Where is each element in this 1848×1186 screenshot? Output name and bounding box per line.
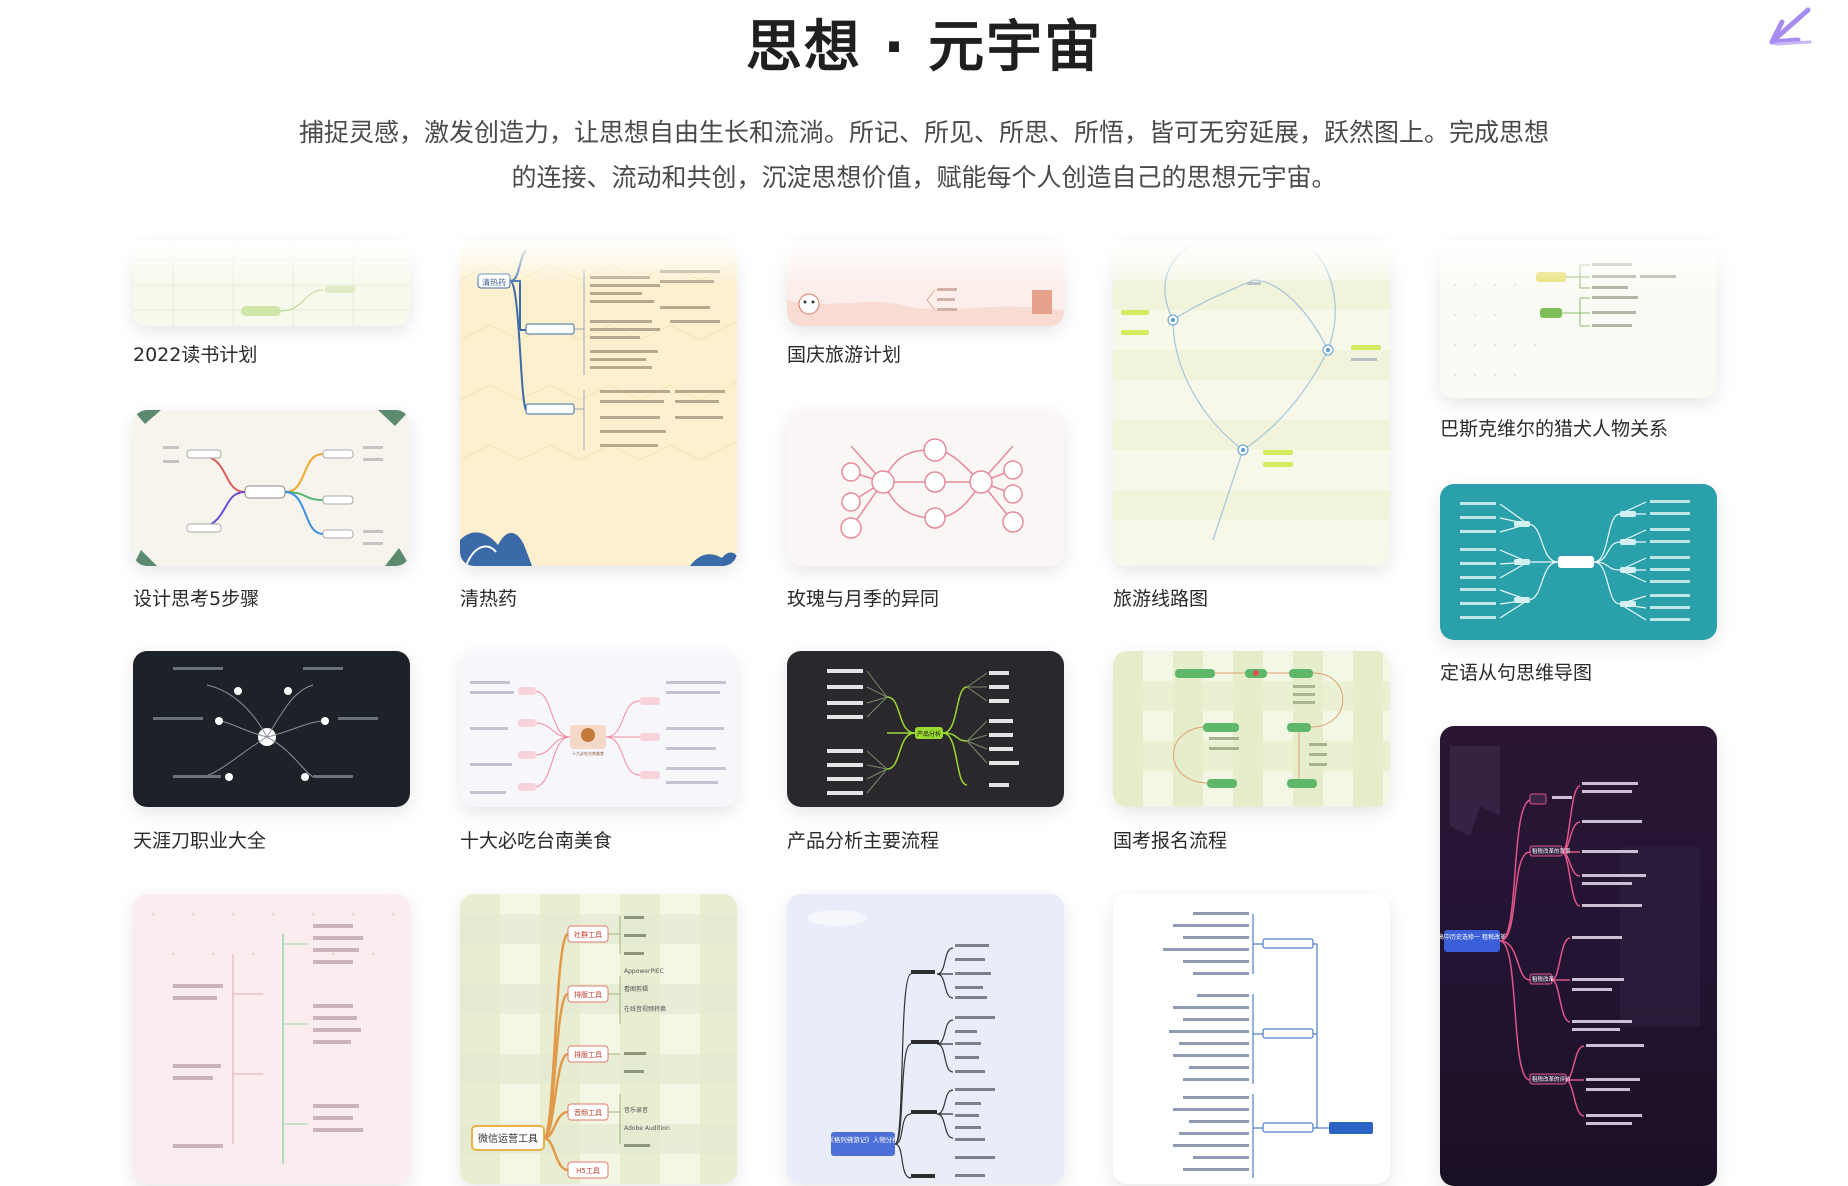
arrow-down-left-icon — [1769, 7, 1812, 46]
card-thumbnail[interactable] — [787, 240, 1064, 326]
card-thumbnail[interactable] — [133, 894, 410, 1184]
page-subtitle: 捕捉灵感，激发创造力，让思想自由生长和流淌。所记、所见、所思、所悟，皆可无穷延展… — [290, 110, 1558, 200]
page-title: 思想 · 元宇宙 — [745, 15, 1103, 80]
card-thumbnail[interactable] — [133, 410, 410, 566]
card-thumbnail[interactable] — [133, 240, 410, 326]
wechat-root-label: 微信运营工具 — [478, 1132, 538, 1145]
card-title[interactable]: 清热药 — [460, 588, 518, 610]
card-thumbnail[interactable] — [1113, 651, 1390, 807]
product-center-label: 产品分析 — [917, 730, 941, 738]
wechat-leaf-label: Adobe Audition — [624, 1125, 670, 1132]
card-thumbnail[interactable] — [1440, 484, 1717, 640]
card-thumbnail[interactable]: 高中历史选修一 租税改革 租税改革的背景 租税改革 租税改革的评价 — [1440, 726, 1717, 1186]
card-thumbnail[interactable]: 十大必吃台南美食 — [460, 651, 737, 807]
novel-root-label: 《格列佛游记》人物分析 — [827, 1135, 899, 1144]
wechat-leaf-label: 在线音视频转换 — [624, 1005, 666, 1013]
wechat-leaf-label: 音乐录音 — [624, 1106, 648, 1114]
wechat-branch-label: 社群工具 — [574, 930, 602, 939]
card-thumbnail[interactable] — [1113, 240, 1390, 566]
card-title[interactable]: 旅游线路图 — [1113, 588, 1209, 610]
card-title[interactable]: 产品分析主要流程 — [787, 830, 940, 852]
subtitle-line-2: 的连接、流动和共创，沉淀思想价值，赋能每个人创造自己的思想元宇宙。 — [511, 163, 1337, 192]
card-thumbnail[interactable] — [1113, 894, 1390, 1184]
history-branch-label: 租税改革的背景 — [1532, 847, 1571, 855]
card-thumbnail[interactable] — [133, 651, 410, 807]
card-thumbnail[interactable]: 微信运营工具 社群工具 排版工具 排版工具 音频工具 H5工具 AppowerP… — [460, 894, 737, 1184]
history-branch-label: 租税改革 — [1532, 975, 1555, 983]
wechat-leaf-label: 看图剪辑 — [624, 985, 648, 993]
card-title[interactable]: 十大必吃台南美食 — [460, 830, 613, 852]
history-branch-label: 租税改革的评价 — [1532, 1075, 1571, 1083]
card-title[interactable]: 国庆旅游计划 — [787, 344, 902, 366]
card-title[interactable]: 天涯刀职业大全 — [133, 830, 267, 852]
wechat-leaf-label: AppowerPIEC — [624, 968, 664, 975]
card-title[interactable]: 定语从句思维导图 — [1440, 662, 1593, 684]
card-title[interactable]: 设计思考5步骤 — [133, 588, 260, 610]
herb-root-label: 清热药 — [482, 277, 506, 287]
subtitle-line-1: 捕捉灵感，激发创造力，让思想自由生长和流淌。所记、所见、所思、所悟，皆可无穷延展… — [298, 118, 1549, 147]
card-thumbnail[interactable] — [787, 410, 1064, 566]
wechat-branch-label: 音频工具 — [574, 1108, 602, 1117]
card-title[interactable]: 国考报名流程 — [1113, 830, 1228, 852]
wechat-branch-label: 排版工具 — [574, 990, 602, 999]
history-root-label: 高中历史选修一 租税改革 — [1440, 933, 1506, 941]
wechat-branch-label: H5工具 — [576, 1167, 600, 1175]
card-thumbnail[interactable]: 《格列佛游记》人物分析 — [787, 894, 1064, 1184]
tainan-center-label: 十大必吃台南美食 — [572, 750, 604, 756]
card-thumbnail[interactable] — [1440, 240, 1717, 398]
wechat-branch-label: 排版工具 — [574, 1050, 602, 1059]
card-title[interactable]: 巴斯克维尔的猎犬人物关系 — [1440, 418, 1669, 440]
card-thumbnail[interactable]: 产品分析 — [787, 651, 1064, 807]
card-title[interactable]: 玫瑰与月季的异同 — [787, 588, 940, 610]
card-title[interactable]: 2022读书计划 — [133, 344, 258, 366]
card-thumbnail[interactable]: 清热药 — [460, 240, 737, 566]
